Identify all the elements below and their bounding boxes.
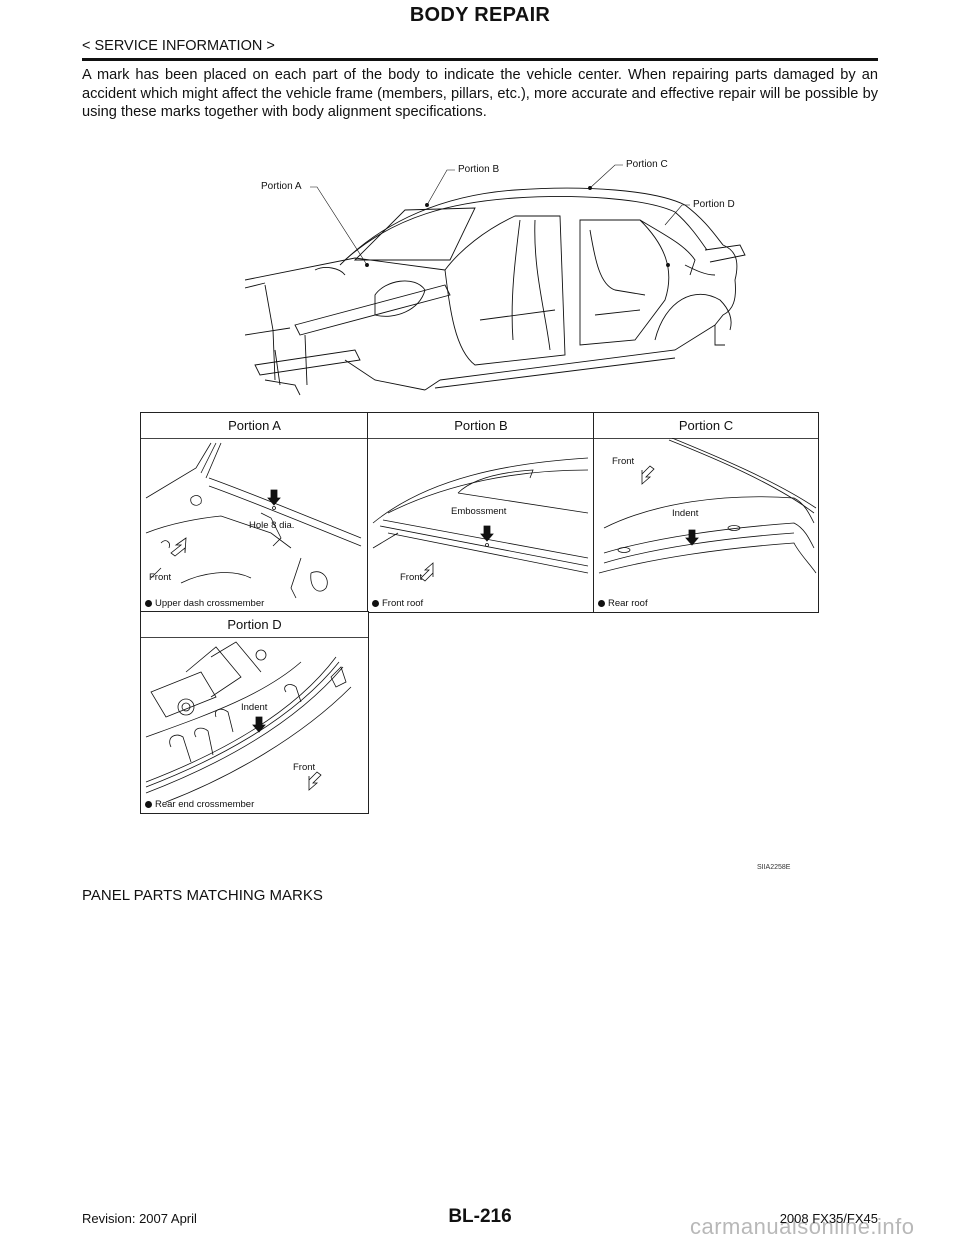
callout-portion-d: Portion D xyxy=(693,199,735,210)
portion-b-mark-label: Embossment xyxy=(451,506,507,517)
footer-page-number: BL-216 xyxy=(448,1206,512,1227)
header-rule xyxy=(82,58,878,61)
portion-a-part: Upper dash crossmember xyxy=(145,598,264,609)
portion-d-cell: Portion D Indent Front Rear end crossmem… xyxy=(140,611,369,814)
portion-d-front-label: Front xyxy=(293,762,316,773)
portion-b-part: Front roof xyxy=(372,598,423,609)
bullet-icon xyxy=(145,599,152,607)
portion-c-front-label: Front xyxy=(612,456,635,467)
portion-d-mark-label: Indent xyxy=(241,702,268,713)
callout-portion-b: Portion B xyxy=(458,164,500,175)
portion-c-part: Rear roof xyxy=(598,598,648,609)
portion-a-mark-label: Hole 8 dia. xyxy=(249,520,295,531)
portion-d-header: Portion D xyxy=(141,612,368,638)
portion-a-cell: Portion A Hole 8 dia. Front Upper dash c… xyxy=(140,412,369,613)
bullet-icon xyxy=(598,599,605,607)
portion-c-header: Portion C xyxy=(594,413,818,439)
intro-paragraph: A mark has been placed on each part of t… xyxy=(82,67,878,120)
portion-d-part: Rear end crossmember xyxy=(145,799,254,810)
figure-id: SIIA2258E xyxy=(757,864,791,871)
portion-b-header: Portion B xyxy=(368,413,594,439)
portion-c-cell: Portion C Indent Front Rear roof xyxy=(593,412,819,613)
portion-b-cell: Portion B Embossment Front Front roof xyxy=(367,412,595,613)
footer-model: 2008 FX35/FX45 xyxy=(779,1211,878,1226)
bullet-icon xyxy=(372,599,379,607)
page-title: BODY REPAIR xyxy=(409,4,551,26)
callout-portion-a: Portion A xyxy=(261,181,302,192)
vehicle-body-figure: Portion A Portion B Portion C Portion D xyxy=(244,150,805,410)
portion-b-front-label: Front xyxy=(400,572,423,583)
subheading: PANEL PARTS MATCHING MARKS xyxy=(82,887,323,904)
portion-c-mark-label: Indent xyxy=(672,508,699,519)
bullet-icon xyxy=(145,800,152,808)
watermark: carmanualsonline.info xyxy=(690,1214,915,1239)
portion-a-front-label: Front xyxy=(149,572,172,583)
callout-portion-c: Portion C xyxy=(626,159,668,170)
footer-revision: Revision: 2007 April xyxy=(82,1211,197,1226)
portion-a-header: Portion A xyxy=(141,413,368,439)
section-label: < SERVICE INFORMATION > xyxy=(82,38,275,54)
